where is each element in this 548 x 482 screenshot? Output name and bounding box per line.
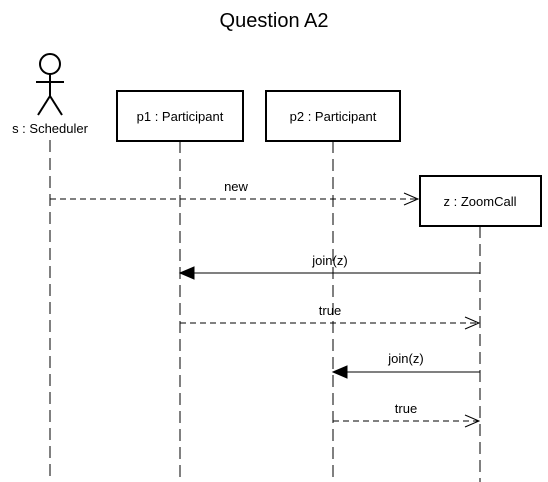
- message-join-p1-label: join(z): [311, 253, 347, 268]
- filled-arrowhead-icon: [178, 266, 195, 280]
- message-join-p2-label: join(z): [387, 351, 423, 366]
- actor-scheduler: s : Scheduler: [12, 53, 89, 136]
- open-arrowhead-icon: [403, 192, 420, 206]
- message-true-p1: true: [180, 303, 481, 330]
- participant-zoomcall-label: z : ZoomCall: [444, 194, 517, 209]
- participant-zoomcall: z : ZoomCall: [419, 175, 542, 227]
- participant-p1-label: p1 : Participant: [137, 109, 224, 124]
- message-true-p2: true: [333, 401, 481, 428]
- participant-p2: p2 : Participant: [265, 90, 401, 142]
- diagram-title: Question A2: [220, 10, 329, 32]
- message-join-p2: join(z): [331, 351, 480, 379]
- message-join-p1: join(z): [178, 253, 480, 280]
- participant-p2-box: [265, 90, 401, 142]
- filled-arrowhead-icon: [331, 365, 348, 379]
- open-arrowhead-icon: [464, 316, 481, 330]
- participant-zoomcall-box: [419, 175, 542, 227]
- participant-p1: p1 : Participant: [116, 90, 244, 142]
- message-true-p2-label: true: [395, 401, 417, 416]
- message-true-p1-label: true: [319, 303, 341, 318]
- participant-p2-label: p2 : Participant: [290, 109, 377, 124]
- message-new-label: new: [224, 179, 248, 194]
- actor-scheduler-label: s : Scheduler: [12, 121, 89, 136]
- open-arrowhead-icon: [464, 414, 481, 428]
- participant-p1-box: [116, 90, 244, 142]
- stick-figure-icon: [36, 53, 64, 116]
- message-new: new: [50, 179, 420, 206]
